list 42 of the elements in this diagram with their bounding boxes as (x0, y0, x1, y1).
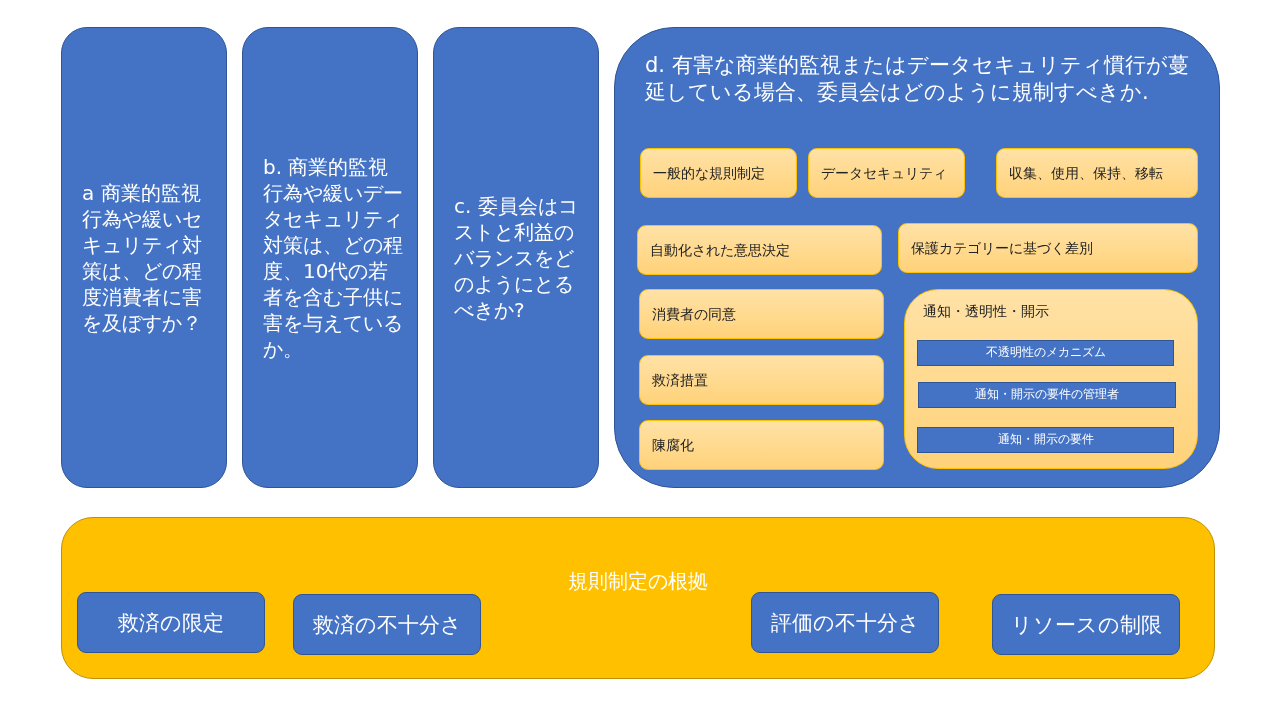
box-text: c. 委員会はコストと利益のバランスをどのようにとるべきか? (454, 192, 579, 323)
subtopic-bar (917, 427, 1174, 453)
subtopic-bar (917, 340, 1174, 366)
topic-group (904, 289, 1198, 469)
topic-box (639, 289, 884, 339)
basis-box (77, 592, 265, 653)
topic-box (640, 148, 797, 198)
box-text: 救済措置 (652, 370, 709, 390)
box-text: リソースの制限 (1010, 611, 1162, 639)
basis-box (992, 594, 1180, 655)
basis-band (61, 517, 1215, 679)
topic-box (996, 148, 1198, 198)
box-text: 自動化された意思決定 (650, 240, 791, 260)
box-text: 陳腐化 (652, 435, 695, 455)
box-text: データセキュリティ (821, 163, 948, 183)
box-text: b. 商業的監視行為や緩いデータセキュリティ対策は、どの程度、10代の若者を含む子供に害を与えているか。 (263, 153, 403, 362)
basis-box (751, 592, 939, 653)
question-card (242, 27, 418, 488)
question-card (433, 27, 599, 488)
box-text: a 商業的監視行為や緩いセキュリティ対策は、どの程度消費者に害を及ぼすか？ (82, 179, 203, 336)
topic-panel (614, 27, 1220, 488)
box-text: 通知・開示の要件の管理者 (975, 387, 1119, 403)
band-title: 規則制定の根拠 (567, 568, 709, 595)
topic-box (808, 148, 965, 198)
subtopic-bar (918, 382, 1176, 408)
box-text: 通知・開示の要件 (997, 432, 1094, 448)
box-text: 救済の限定 (118, 609, 224, 637)
group-title: 通知・透明性・開示 (923, 302, 1050, 321)
topic-box (639, 420, 884, 470)
topic-box (637, 225, 882, 275)
basis-box (293, 594, 481, 655)
box-text: 救済の不十分さ (312, 611, 462, 639)
box-text: 消費者の同意 (652, 304, 737, 324)
box-text: 収集、使用、保持、移転 (1009, 163, 1164, 183)
box-text: 不透明性のメカニズム (985, 345, 1106, 361)
box-text: 評価の不十分さ (770, 609, 920, 637)
topic-box (639, 355, 884, 405)
box-text: 一般的な規則制定 (653, 163, 766, 183)
question-card (61, 27, 227, 488)
box-text: 保護カテゴリーに基づく差別 (911, 238, 1094, 258)
topic-box (898, 223, 1198, 273)
box-text: d. 有害な商業的監視またはデータセキュリティ慣行が蔓延している場合、委員会はどのように規制すべきか. (645, 52, 1189, 107)
